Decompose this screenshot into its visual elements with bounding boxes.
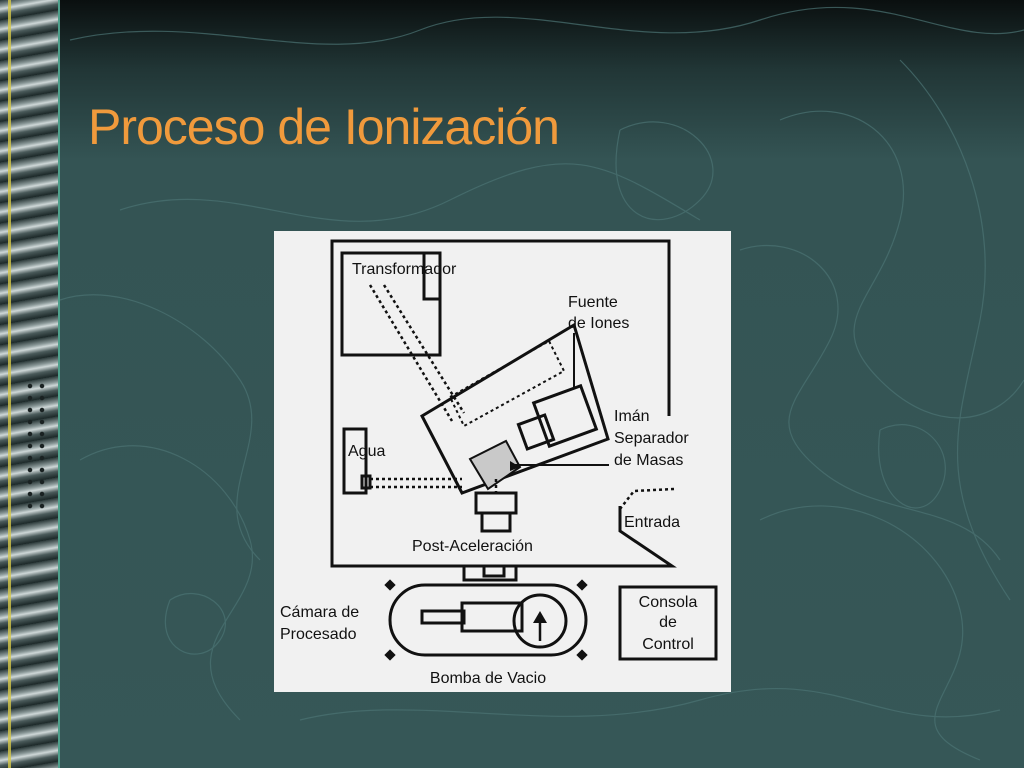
transformer-cable — [368, 284, 466, 422]
label-post-aceleracion: Post-Aceleración — [412, 538, 533, 555]
label-fuente-2: de Iones — [568, 315, 629, 332]
label-transformador: Transformador — [352, 261, 457, 278]
chamber-foot-bl — [384, 649, 396, 661]
label-iman-2: Separador — [614, 430, 689, 447]
label-entrada: Entrada — [624, 514, 680, 531]
ion-source-block — [531, 383, 599, 449]
ion-source-chamber — [448, 339, 566, 428]
transformer-terminal — [422, 253, 440, 301]
chamber-arm — [420, 609, 466, 625]
label-agua: Agua — [348, 443, 385, 460]
pump-arrow-head — [533, 611, 547, 623]
label-iman-3: de Masas — [614, 452, 683, 469]
water-line — [370, 477, 462, 489]
label-iman-1: Imán — [614, 408, 650, 425]
water-outlet — [360, 474, 372, 490]
label-consola-3: Control — [642, 636, 694, 653]
beam-column-base — [462, 564, 518, 582]
label-camara-2: Procesado — [280, 626, 357, 643]
label-camara-1: Cámara de — [280, 604, 359, 621]
enclosure-outline — [330, 239, 677, 568]
beam-column-upper — [474, 491, 518, 515]
chamber-foot-tr — [576, 579, 588, 591]
decorative-rail — [8, 0, 11, 768]
chamber-piston — [460, 601, 524, 633]
magnet-arrow-head — [510, 461, 520, 471]
beam-column-lower — [480, 511, 512, 533]
chamber-foot-tl — [384, 579, 396, 591]
decorative-left-strip — [0, 0, 60, 768]
label-consola-1: Consola — [639, 594, 698, 611]
label-fuente-1: Fuente — [568, 294, 618, 311]
ion-source-cell — [516, 413, 556, 451]
vacuum-pump-circle — [512, 593, 568, 649]
label-bomba: Bomba de Vacio — [430, 670, 546, 687]
process-chamber — [388, 583, 588, 657]
chamber-foot-br — [576, 649, 588, 661]
transformer-box — [340, 251, 442, 357]
control-console-box — [618, 585, 718, 661]
slide-title: Proceso de Ionización — [88, 99, 560, 155]
decorative-dots — [24, 380, 50, 510]
label-consola-2: de — [659, 614, 677, 631]
diagram-drawing: Transformador Fuente de Iones Imán Separ… — [280, 239, 718, 687]
ionization-diagram: Transformador Fuente de Iones Imán Separ… — [274, 231, 731, 692]
water-box — [342, 427, 368, 495]
entrada-line — [619, 487, 675, 510]
beam-column-nozzle — [482, 564, 506, 578]
